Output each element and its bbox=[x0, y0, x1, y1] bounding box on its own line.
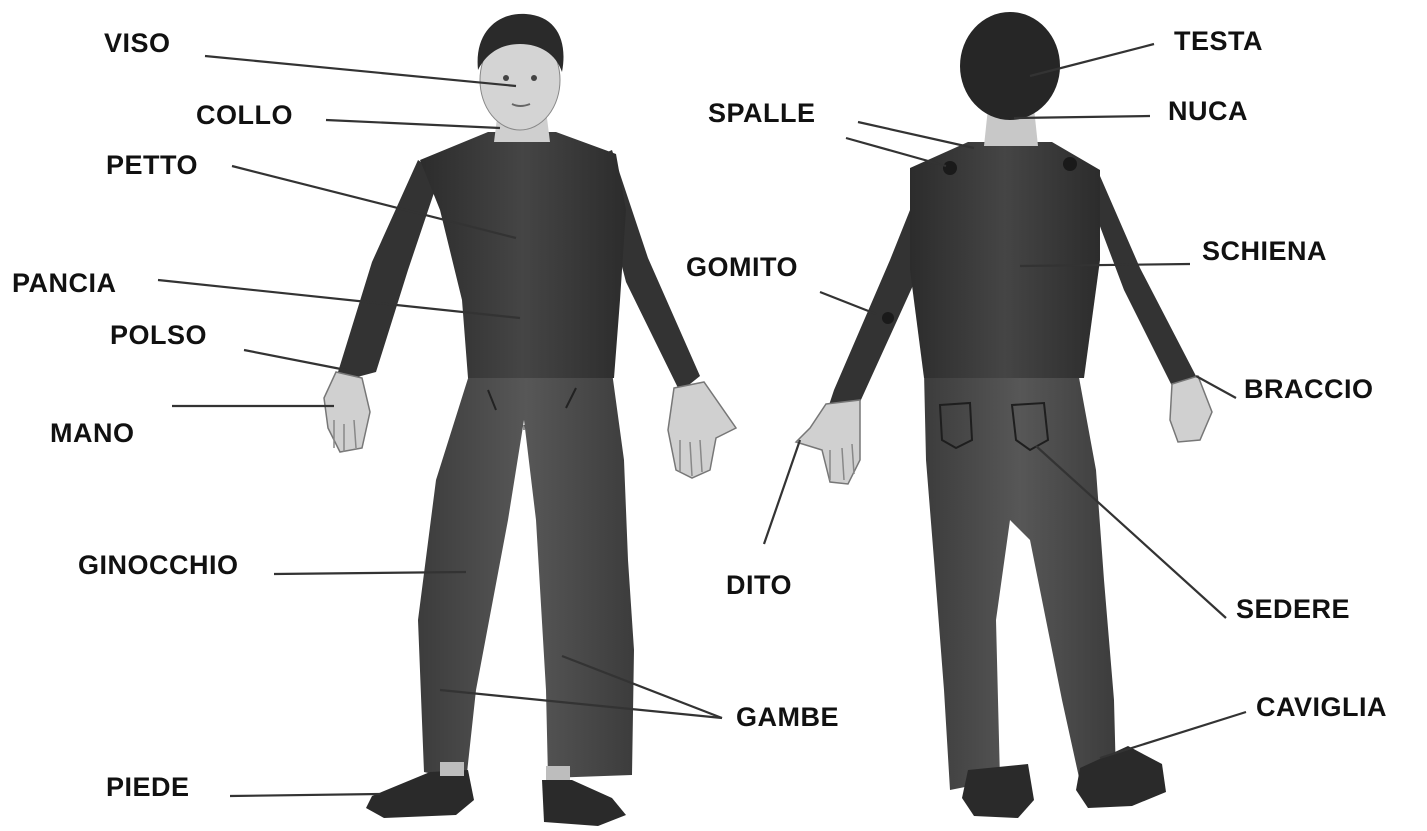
label-piede: PIEDE bbox=[106, 772, 190, 802]
leader-spalle-2 bbox=[846, 138, 946, 166]
label-gomito: GOMITO bbox=[686, 252, 798, 282]
leader-gomito bbox=[820, 292, 876, 314]
front-left-arm bbox=[338, 160, 440, 380]
label-viso: VISO bbox=[104, 28, 171, 58]
label-braccio: BRACCIO bbox=[1244, 374, 1374, 404]
front-left-shoe bbox=[366, 770, 474, 818]
front-figure bbox=[324, 14, 736, 826]
label-pancia: PANCIA bbox=[12, 268, 117, 298]
leader-collo bbox=[326, 120, 500, 128]
front-right-shoe bbox=[542, 780, 626, 826]
back-left-shoe bbox=[962, 764, 1034, 818]
label-testa: TESTA bbox=[1174, 26, 1263, 56]
label-nuca: NUCA bbox=[1168, 96, 1248, 126]
back-right-hand bbox=[1170, 376, 1212, 442]
label-sedere: SEDERE bbox=[1236, 594, 1350, 624]
back-left-hand bbox=[796, 400, 860, 484]
back-shirt bbox=[910, 142, 1100, 378]
label-petto: PETTO bbox=[106, 150, 198, 180]
label-spalle: SPALLE bbox=[708, 98, 816, 128]
front-left-hand bbox=[324, 372, 370, 452]
leader-caviglia bbox=[1100, 712, 1246, 758]
front-shirt bbox=[420, 132, 626, 378]
leader-piede bbox=[230, 794, 380, 796]
label-ginocchio: GINOCCHIO bbox=[78, 550, 239, 580]
label-mano: MANO bbox=[50, 418, 135, 448]
label-dito: DITO bbox=[726, 570, 792, 600]
back-pants bbox=[924, 372, 1116, 790]
label-gambe: GAMBE bbox=[736, 702, 839, 732]
leader-dito bbox=[764, 440, 800, 544]
back-figure bbox=[796, 12, 1212, 818]
leader-polso bbox=[244, 350, 346, 370]
label-caviglia: CAVIGLIA bbox=[1256, 692, 1387, 722]
label-schiena: SCHIENA bbox=[1202, 236, 1327, 266]
leader-viso bbox=[205, 56, 516, 86]
label-collo: COLLO bbox=[196, 100, 293, 130]
front-pants bbox=[418, 372, 634, 782]
leader-spalle-1 bbox=[858, 122, 974, 148]
label-polso: POLSO bbox=[110, 320, 207, 350]
back-head bbox=[960, 12, 1060, 120]
